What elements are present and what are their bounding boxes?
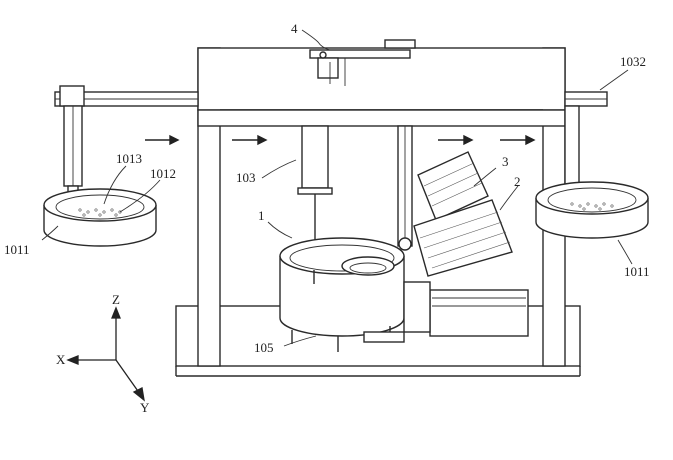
label-105: 105: [254, 340, 274, 355]
label-1: 1: [258, 208, 265, 223]
axis-x-label: X: [56, 352, 66, 367]
label-3: 3: [502, 154, 509, 169]
label-4: 4: [291, 21, 298, 36]
bowl: [279, 237, 405, 352]
right-tray: [535, 181, 649, 239]
feeder-assembly: [363, 125, 529, 343]
label-1011-left: 1011: [4, 242, 30, 257]
top-mechanism: [309, 49, 411, 86]
label-1012: 1012: [150, 166, 176, 181]
left-tray: [43, 188, 157, 247]
axis-y-label: Y: [140, 400, 150, 415]
label-2: 2: [514, 174, 521, 189]
coordinate-axes: [66, 306, 145, 402]
label-1011-right: 1011: [624, 264, 650, 279]
label-103: 103: [236, 170, 256, 185]
axis-z-label: Z: [112, 292, 120, 307]
label-1013: 1013: [116, 151, 142, 166]
part-labels: 4 1032 1013 1012 103 3 2 1 1011 1011 105: [4, 21, 650, 355]
vertical-cylinder: [297, 125, 333, 270]
label-1032: 1032: [620, 54, 646, 69]
left-rail: [54, 85, 199, 195]
flow-arrows: [145, 134, 536, 146]
right-rail: [564, 91, 608, 187]
leader-lines: [41, 29, 633, 347]
